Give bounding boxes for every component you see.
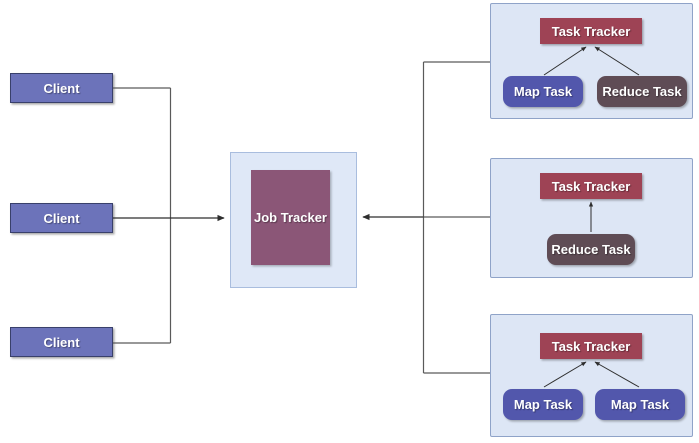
task-group: Task Tracker Reduce Task: [490, 158, 693, 278]
map-task-box: Map Task: [503, 76, 583, 107]
reduce-task-box: Reduce Task: [597, 76, 687, 107]
task-tracker-box: Task Tracker: [540, 18, 642, 44]
task-group: Task Tracker Map Task Reduce Task: [490, 3, 693, 119]
map-task-box: Map Task: [503, 389, 583, 420]
task-tracker-box: Task Tracker: [540, 173, 642, 199]
job-tracker-box: Job Tracker: [251, 170, 330, 265]
reduce-task-box: Reduce Task: [547, 234, 635, 265]
task-group: Task Tracker Map Task Map Task: [490, 314, 693, 437]
client-box: Client: [10, 73, 113, 103]
task-tracker-box: Task Tracker: [540, 333, 642, 359]
client-box: Client: [10, 203, 113, 233]
client-box: Client: [10, 327, 113, 357]
map-task-box: Map Task: [595, 389, 685, 420]
